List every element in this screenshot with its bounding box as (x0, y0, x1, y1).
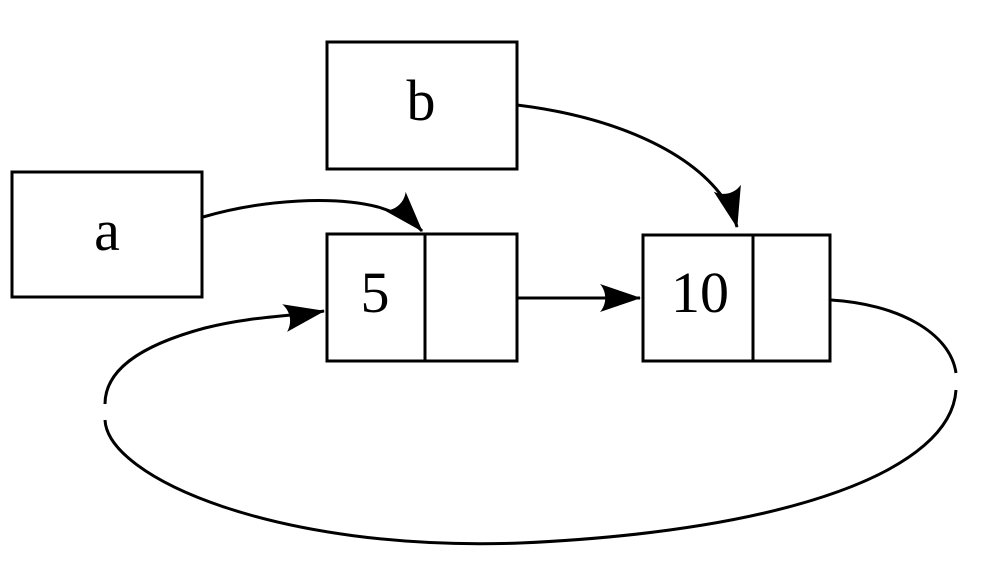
variable-box-b-rect (325, 40, 519, 171)
variable-a-label: a (94, 198, 120, 263)
edge-a-to-node5 (202, 191, 424, 233)
variable-b-label: b (407, 68, 436, 133)
list-node-5: 5 (325, 232, 519, 363)
node10-rect (641, 233, 832, 363)
variable-box-a-rect (10, 170, 204, 299)
edge-node10-loop-to-node5 (103, 298, 958, 546)
node5-value: 5 (361, 260, 390, 325)
variable-box-b: b (325, 40, 519, 171)
list-node-10: 10 (641, 233, 832, 363)
loop-segment-bottom (103, 389, 958, 546)
node5-rect (325, 232, 519, 363)
loop-segment-left (103, 304, 325, 405)
node10-value: 10 (671, 260, 729, 325)
variable-box-a: a (10, 170, 204, 299)
loop-segment-right (830, 298, 958, 374)
edge-b-to-node10 (516, 103, 741, 228)
